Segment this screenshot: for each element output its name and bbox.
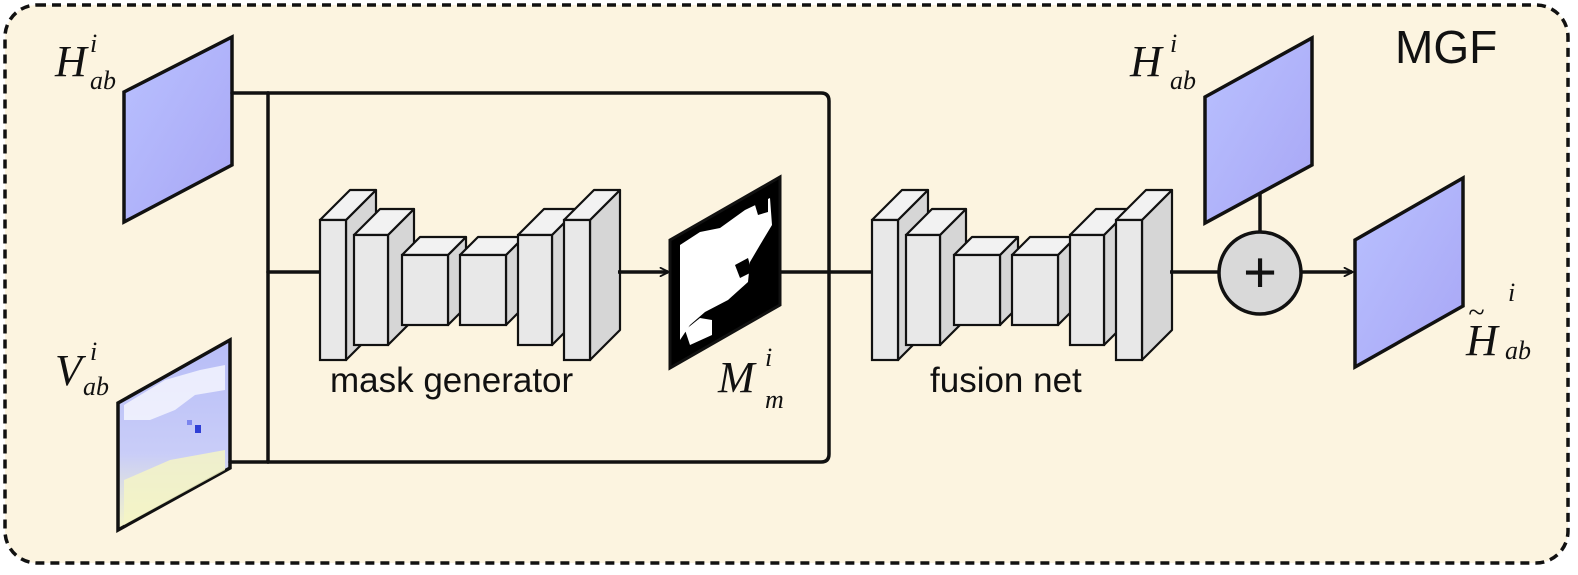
fusionNet-block-2 bbox=[904, 207, 968, 347]
svg-text:i: i bbox=[1508, 278, 1515, 307]
mask-label: M i m bbox=[717, 343, 784, 414]
v-input-feature-map bbox=[116, 337, 232, 533]
svg-text:i: i bbox=[1170, 29, 1177, 58]
residual-feature-map bbox=[1203, 35, 1314, 226]
svg-text:i: i bbox=[765, 343, 772, 372]
add-operator: + bbox=[1217, 230, 1303, 316]
input-connectors bbox=[228, 91, 831, 464]
svg-text:ab: ab bbox=[1170, 66, 1196, 95]
mgf-frame bbox=[3, 3, 1570, 565]
h-input-label: H i ab bbox=[54, 29, 116, 95]
svg-text:V: V bbox=[55, 346, 87, 395]
svg-text:H: H bbox=[54, 37, 89, 86]
maskGen-block-4 bbox=[458, 235, 526, 327]
svg-text:M: M bbox=[717, 353, 757, 402]
v-input-label: V i ab bbox=[55, 337, 109, 401]
svg-text:i: i bbox=[90, 29, 97, 58]
add-symbol: + bbox=[1243, 240, 1277, 305]
mgf-title: MGF bbox=[1395, 21, 1497, 73]
svg-text:H: H bbox=[1465, 316, 1500, 365]
mask-generator-label: mask generator bbox=[330, 361, 574, 400]
output-label: H ~ i ab bbox=[1465, 278, 1531, 365]
maskGen-block-6 bbox=[562, 188, 622, 362]
svg-text:i: i bbox=[90, 337, 97, 366]
svg-text:H: H bbox=[1129, 37, 1164, 86]
fusionNet-block-6 bbox=[1114, 188, 1174, 362]
h-input-feature-map bbox=[122, 34, 234, 225]
svg-text:m: m bbox=[765, 385, 784, 414]
mask-image bbox=[668, 174, 782, 371]
svg-text:ab: ab bbox=[1505, 336, 1531, 365]
fusionNet-block-3 bbox=[952, 235, 1020, 327]
fusion-net-label: fusion net bbox=[930, 361, 1082, 400]
svg-text:ab: ab bbox=[83, 372, 109, 401]
residual-label: H i ab bbox=[1129, 29, 1196, 95]
svg-text:~: ~ bbox=[1468, 296, 1484, 329]
svg-text:ab: ab bbox=[90, 66, 116, 95]
output-feature-map bbox=[1353, 174, 1465, 370]
mask-generator-network bbox=[318, 188, 622, 362]
maskGen-block-3 bbox=[400, 235, 468, 327]
fusion-net-network bbox=[870, 188, 1174, 362]
fusionNet-block-4 bbox=[1010, 235, 1078, 327]
